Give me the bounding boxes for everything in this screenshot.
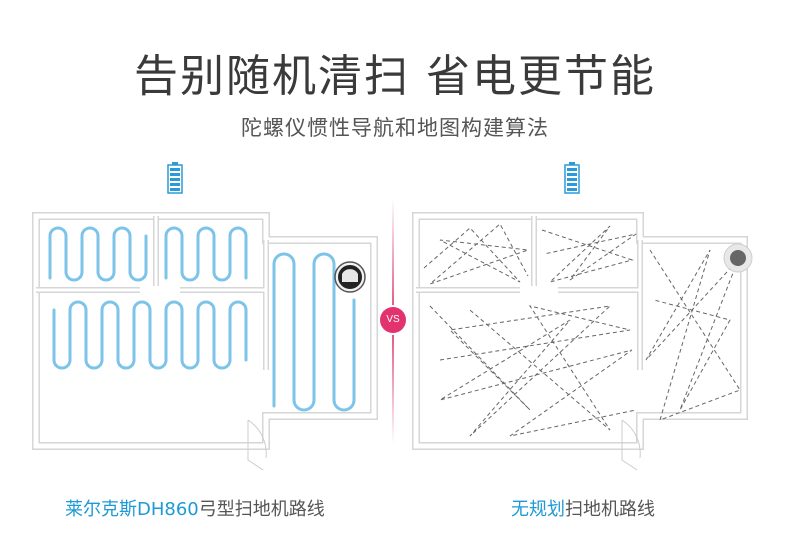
battery-full-icon: [564, 162, 580, 194]
door: [621, 419, 641, 470]
battery-full-icon: [167, 162, 183, 194]
robot-vacuum-icon: [334, 261, 366, 293]
random-route-path: [423, 223, 741, 437]
robot-vacuum-icon: [723, 243, 753, 273]
door: [247, 419, 267, 470]
bow-route-path: [48, 226, 356, 412]
caption-text: 扫地机路线: [565, 499, 655, 520]
caption-brand: 无规划: [511, 499, 565, 520]
vs-badge: VS: [380, 307, 406, 333]
caption-text: 弓型扫地机路线: [198, 499, 325, 520]
page-subtitle: 陀螺仪惯性导航和地图构建算法: [241, 116, 549, 140]
planned-route-floorplan: [32, 212, 378, 470]
caption-brand: 莱尔克斯DH860: [65, 499, 199, 520]
planned-route-caption: 莱尔克斯DH860弓型扫地机路线: [65, 495, 325, 521]
random-route-floorplan: [412, 212, 753, 470]
room-dividers: [416, 216, 643, 370]
page-title: 告别随机清扫 省电更节能: [134, 51, 656, 102]
random-route-caption: 无规划扫地机路线: [511, 495, 655, 521]
floorplan-walls: [412, 212, 748, 450]
